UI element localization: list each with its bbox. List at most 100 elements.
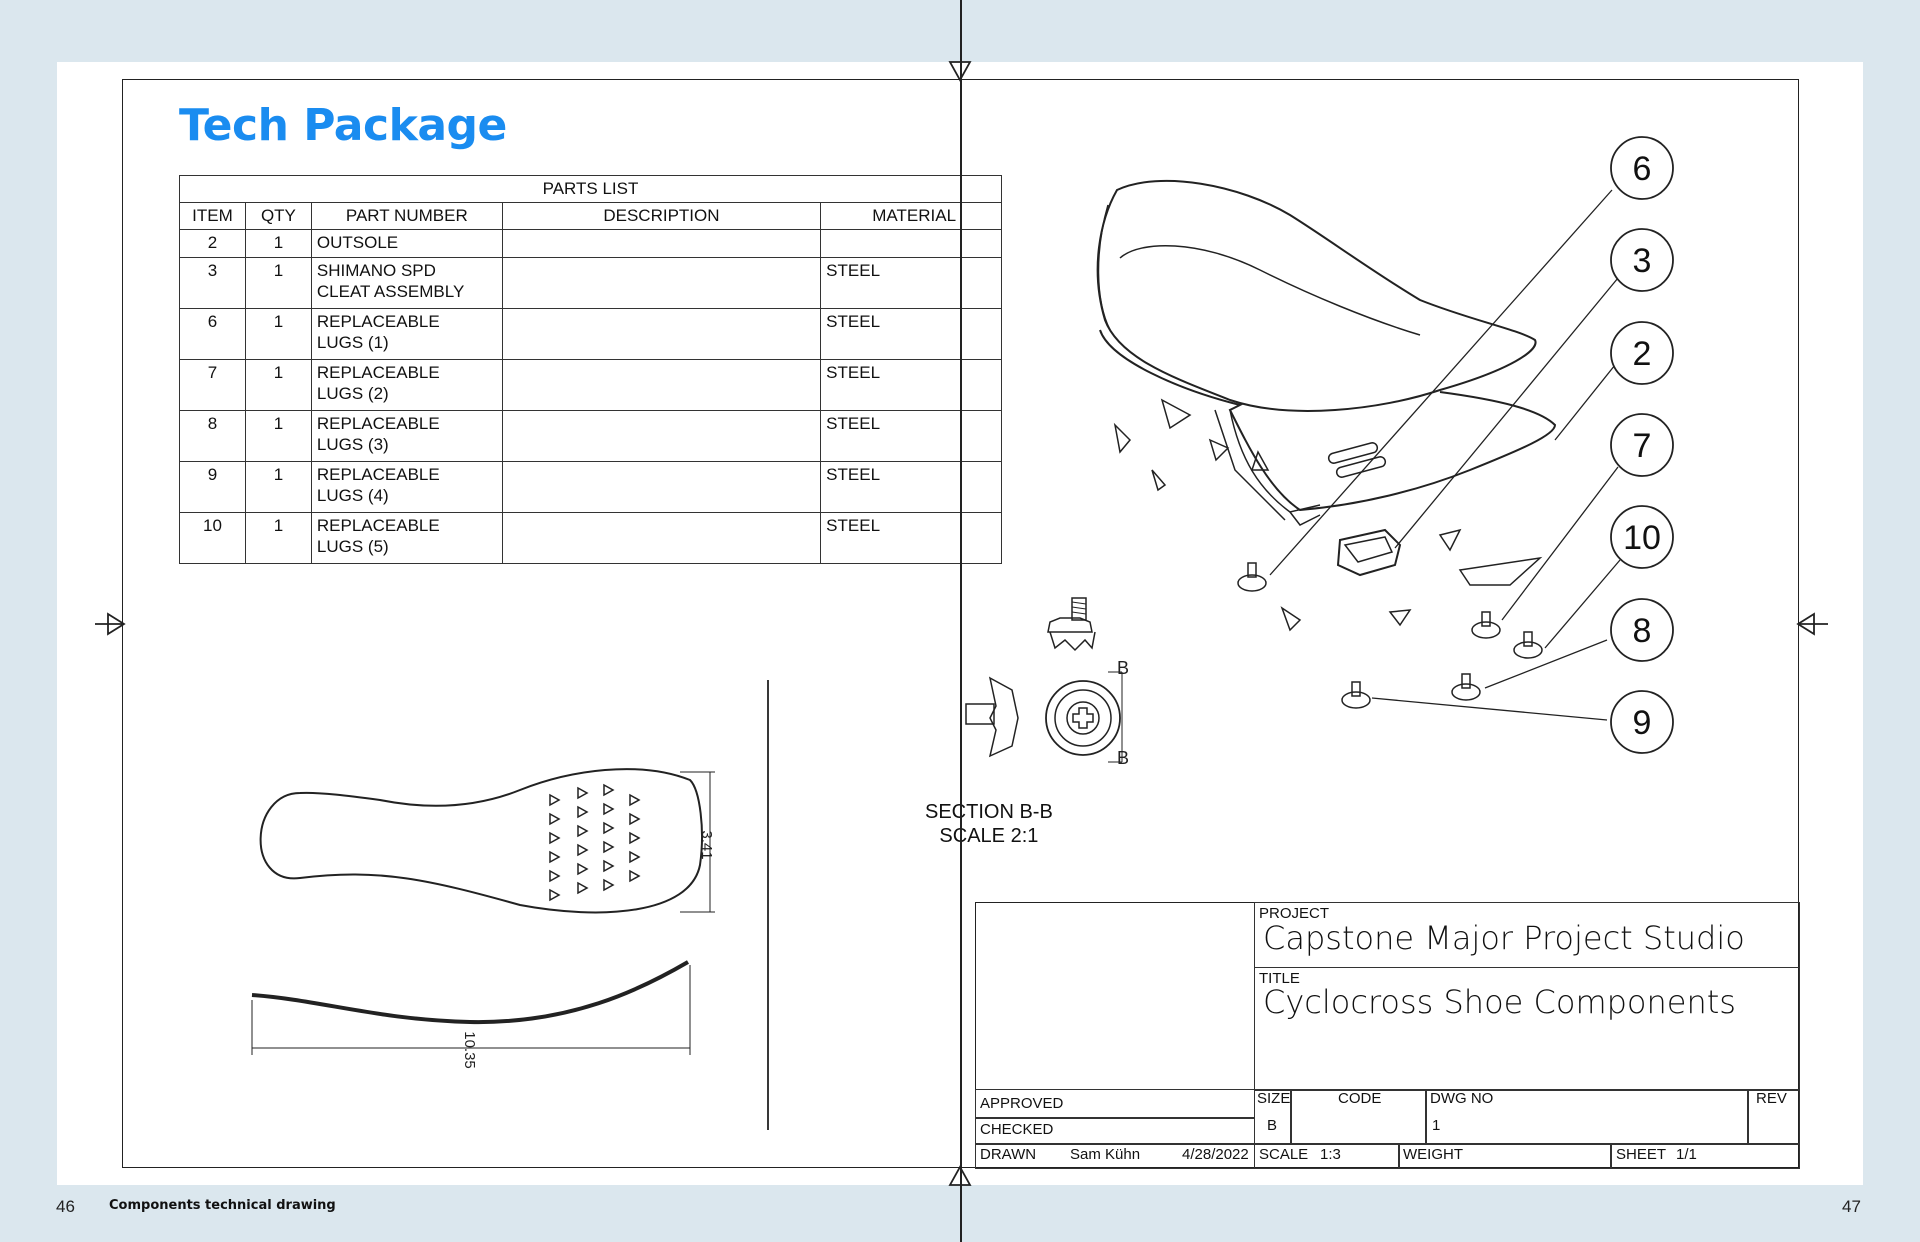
cell-description	[501, 359, 822, 411]
page-title: Tech Package	[179, 100, 507, 151]
size-label: SIZE	[1257, 1090, 1291, 1107]
balloon-number: 8	[1633, 612, 1652, 650]
page-spine	[960, 0, 962, 1242]
lug-mark	[577, 786, 589, 800]
lug-mark	[549, 831, 561, 845]
balloon-number: 2	[1633, 335, 1652, 373]
weight-label: WEIGHT	[1403, 1146, 1463, 1163]
drawn-label: DRAWN	[980, 1146, 1037, 1163]
checked-label: CHECKED	[980, 1121, 1054, 1138]
section-marker-bottom: B	[1117, 748, 1129, 768]
cell-material: STEEL	[820, 308, 963, 360]
balloon-number: 3	[1633, 242, 1652, 280]
cell-description	[501, 308, 822, 360]
cell-spare	[961, 359, 1002, 411]
balloon-number: 7	[1633, 427, 1652, 465]
lug-mark	[577, 881, 589, 895]
lug-mark	[603, 783, 615, 797]
parts-list-table: PARTS LIST ITEM QTY PART NUMBER DESCRIPT…	[179, 175, 1002, 564]
header-description: DESCRIPTION	[501, 202, 822, 230]
cell-qty: 1	[244, 257, 312, 309]
lug-mark	[577, 843, 589, 857]
lug-mark	[603, 878, 615, 892]
section-marker-top: B	[1117, 658, 1129, 678]
lug-side-view	[1047, 617, 1093, 633]
lug-mark	[629, 812, 641, 826]
lug-mark	[549, 850, 561, 864]
cell-item: 10	[179, 512, 246, 564]
balloon-circle	[1610, 413, 1674, 477]
lug-mark	[629, 793, 641, 807]
cell-description	[501, 257, 822, 309]
lug-mark	[549, 888, 561, 902]
dwg-no-value: 1	[1432, 1117, 1441, 1134]
title-block: PROJECT Capstone Major Project Studio TI…	[975, 902, 1800, 1169]
header-spare	[961, 202, 1002, 230]
scale-label: SCALE	[1259, 1146, 1309, 1163]
outsole-top-view	[259, 768, 703, 914]
lug-mark	[629, 869, 641, 883]
lug-mark	[577, 805, 589, 819]
cell-qty: 1	[244, 308, 312, 360]
cleat-assembly	[1336, 528, 1402, 577]
parts-list-caption: PARTS LIST	[179, 175, 1002, 203]
balloon-circle	[1610, 690, 1674, 754]
project-name: Capstone Major Project Studio	[1263, 919, 1745, 957]
cell-description	[501, 410, 822, 462]
lug-mark	[577, 824, 589, 838]
approved-label: APPROVED	[980, 1095, 1064, 1112]
length-dimension: 10.35	[461, 1031, 478, 1069]
scale-value: 1:3	[1320, 1146, 1341, 1163]
lug-mark	[603, 859, 615, 873]
balloon-circle	[1610, 136, 1674, 200]
drawn-by: Sam Kühn	[1070, 1146, 1141, 1163]
balloon-circle	[1610, 598, 1674, 662]
cell-spare	[961, 308, 1002, 360]
right-page-number: 47	[1842, 1197, 1861, 1216]
cell-spare	[961, 512, 1002, 564]
lug-grid	[549, 783, 641, 902]
lug-mark	[629, 850, 641, 864]
cell-description	[501, 512, 822, 564]
balloon-circle	[1610, 321, 1674, 385]
balloon-number: 9	[1633, 704, 1652, 742]
left-page-number: 46	[56, 1197, 75, 1216]
header-item: ITEM	[179, 202, 246, 230]
drawing-title: Cyclocross Shoe Components	[1263, 983, 1736, 1021]
loose-lug	[1113, 422, 1132, 454]
cell-qty: 1	[244, 410, 312, 462]
width-dimension: 3.41	[698, 830, 715, 859]
sheet-label: SHEET	[1616, 1146, 1667, 1163]
cell-qty: 1	[244, 359, 312, 411]
cell-item: 9	[179, 461, 246, 513]
cell-spare	[961, 461, 1002, 513]
cell-spare	[961, 410, 1002, 462]
cell-item: 8	[179, 410, 246, 462]
outsole-body	[1099, 329, 1557, 512]
size-value: B	[1267, 1117, 1278, 1134]
lug-mark	[603, 821, 615, 835]
cell-material: STEEL	[820, 512, 963, 564]
project-label: PROJECT	[1259, 905, 1330, 922]
insole-footbed	[1096, 179, 1537, 412]
rev-label: REV	[1756, 1090, 1787, 1107]
balloon-circle	[1610, 228, 1674, 292]
title-label: TITLE	[1259, 970, 1300, 987]
lug-mark	[603, 802, 615, 816]
drawn-date: 4/28/2022	[1182, 1146, 1249, 1163]
lug-mark	[549, 869, 561, 883]
cell-part-number: OUTSOLE	[310, 229, 503, 258]
lug-mark	[577, 862, 589, 876]
section-label: SECTION B-B SCALE 2:1	[925, 801, 1053, 847]
